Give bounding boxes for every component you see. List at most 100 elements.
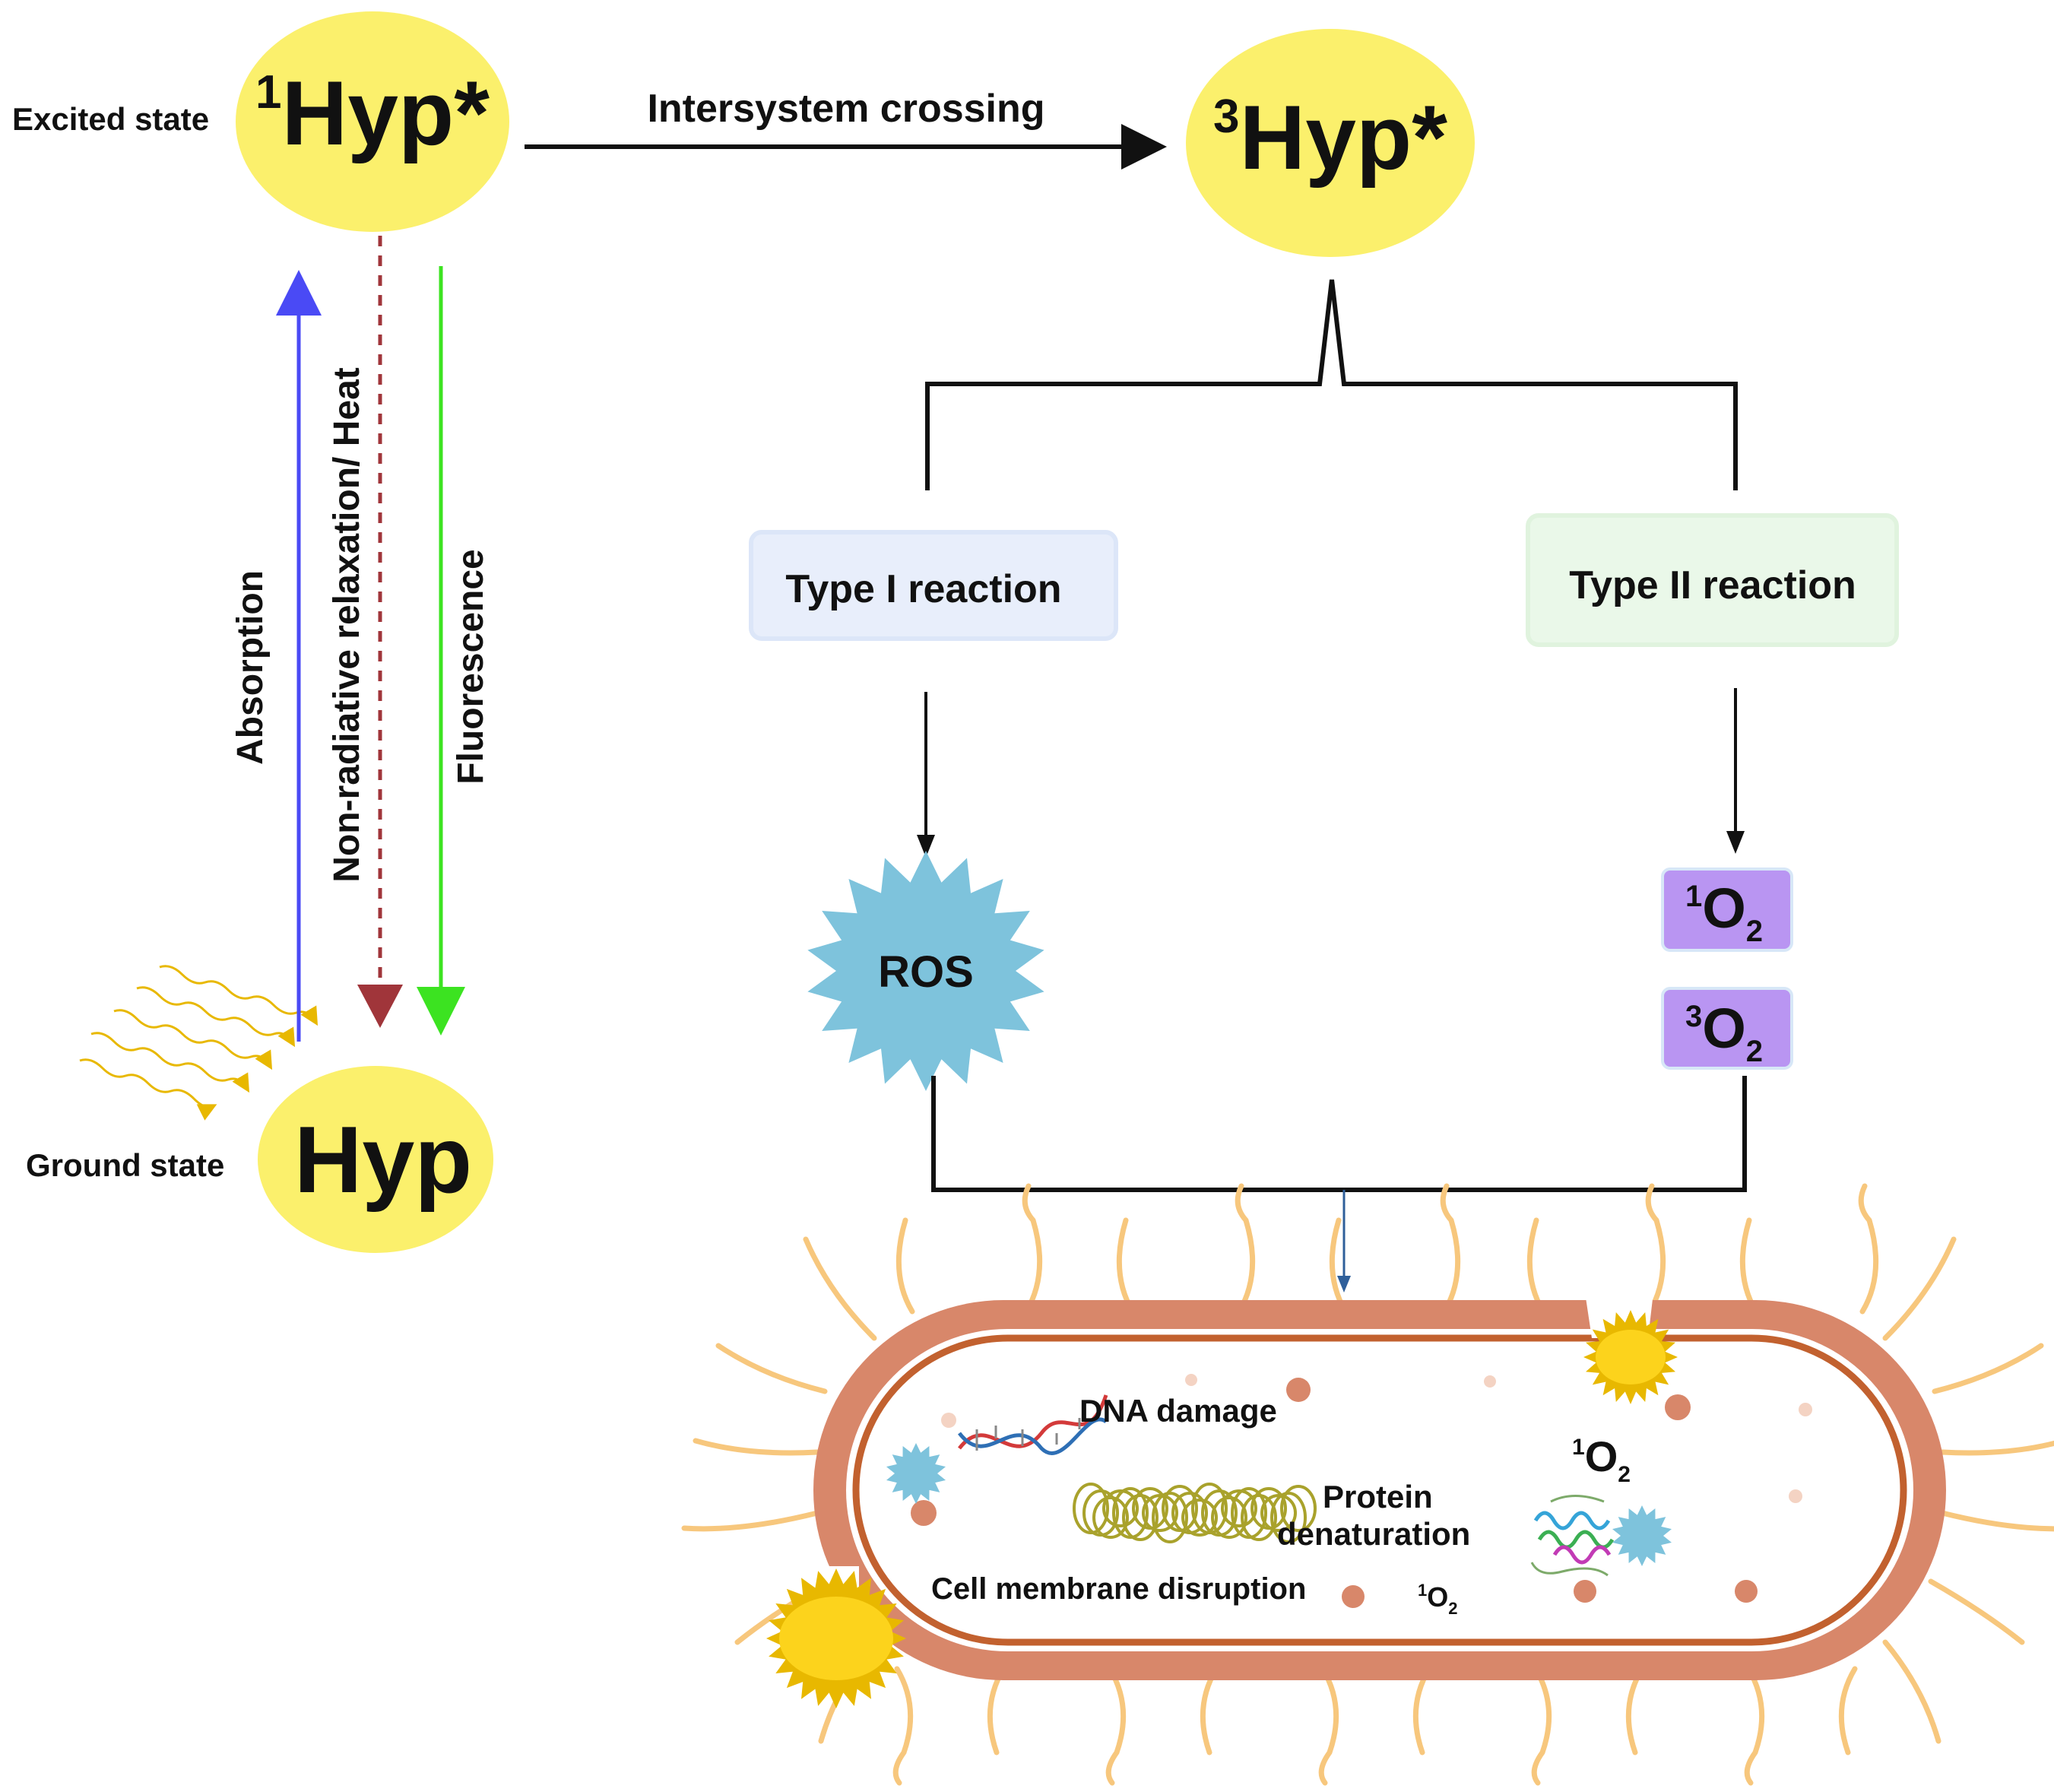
protein-coil-loop bbox=[1181, 1499, 1218, 1537]
flagellum bbox=[1022, 1183, 1043, 1315]
cell-oxygen-b-sup: 1 bbox=[1418, 1581, 1427, 1600]
dna-damage-label: DNA damage bbox=[1079, 1393, 1277, 1429]
cell-oxygen-a-base: O bbox=[1585, 1432, 1618, 1480]
to-cell-arrow bbox=[1337, 1190, 1351, 1292]
flagellum bbox=[715, 1343, 828, 1394]
svg-text:1O2: 1O2 bbox=[1572, 1432, 1631, 1487]
flagellum bbox=[1116, 1217, 1136, 1315]
protein-coil-loop bbox=[1211, 1496, 1247, 1539]
dna-helix-icon bbox=[958, 1394, 1108, 1455]
singlet-hyp-superscript: 1 bbox=[255, 66, 281, 119]
protein-coil-loop bbox=[1270, 1492, 1307, 1543]
singlet-oxygen-sub: 2 bbox=[1746, 915, 1763, 948]
membrane-disruption-label: Cell membrane disruption bbox=[931, 1572, 1306, 1606]
protein-coil-loop bbox=[1142, 1494, 1178, 1532]
flagellum bbox=[895, 1217, 915, 1315]
flagellum bbox=[1645, 1183, 1666, 1315]
light-rays bbox=[79, 965, 319, 1121]
triplet-oxygen-box: 3O2 bbox=[1661, 987, 1793, 1070]
absorption-arrow bbox=[276, 270, 322, 1042]
flagellum bbox=[1526, 1217, 1546, 1315]
ground-state-label: Ground state bbox=[26, 1147, 224, 1183]
cell-oxygen-b-base: O bbox=[1427, 1581, 1448, 1613]
type2-reaction-label: Type II reaction bbox=[1569, 563, 1856, 607]
flagellum bbox=[1858, 1183, 1879, 1315]
singlet-oxygen-box: 1O2 bbox=[1661, 867, 1793, 952]
svg-text:1O2: 1O2 bbox=[1418, 1581, 1458, 1618]
protein-coil-loop bbox=[1280, 1485, 1317, 1532]
protein-ribbon-icon bbox=[1530, 1495, 1615, 1577]
triplet-oxygen-base: O bbox=[1702, 997, 1746, 1060]
protein-coil-loop bbox=[1102, 1489, 1139, 1527]
type2-reaction-box: Type II reaction bbox=[1526, 513, 1899, 647]
protein-coil-loop bbox=[1221, 1489, 1257, 1527]
type1-down-arrow bbox=[917, 692, 935, 858]
branch-connector bbox=[925, 279, 1738, 490]
protein-coil-loop bbox=[1152, 1492, 1188, 1543]
photosensitizer-top bbox=[1583, 1310, 1678, 1404]
triplet-hyp-label: Hyp* bbox=[1240, 87, 1448, 189]
ground-state: Hyp bbox=[258, 1066, 493, 1253]
flagellum bbox=[1440, 1183, 1461, 1315]
ros-particle bbox=[1612, 1505, 1672, 1566]
flagellum bbox=[803, 1236, 877, 1341]
ros-particle bbox=[886, 1443, 946, 1504]
intersystem-crossing-label: Intersystem crossing bbox=[647, 87, 1044, 131]
flagellum bbox=[1882, 1236, 1957, 1341]
flagellum bbox=[1838, 1666, 1858, 1756]
flagellum bbox=[1105, 1666, 1127, 1786]
ground-hyp-label: Hyp bbox=[294, 1108, 472, 1213]
nonradiative-arrow bbox=[357, 236, 403, 1028]
ros-burst: ROS bbox=[807, 851, 1044, 1091]
flagellum bbox=[1939, 1510, 2054, 1532]
svg-text:1O2: 1O2 bbox=[1685, 877, 1763, 948]
protein-coil-loop bbox=[1092, 1496, 1129, 1539]
type1-reaction-label: Type I reaction bbox=[785, 567, 1061, 611]
nonradiative-label: Non-radiative relaxation/ Heat bbox=[327, 367, 367, 883]
flagellum bbox=[1318, 1666, 1339, 1786]
flagellum bbox=[1739, 1217, 1759, 1315]
svg-text:3Hyp*: 3Hyp* bbox=[1213, 87, 1447, 189]
triplet-oxygen-sub: 2 bbox=[1746, 1035, 1763, 1068]
cell-oxygen-b-sub: 2 bbox=[1448, 1599, 1457, 1618]
singlet-oxygen-base: O bbox=[1702, 877, 1746, 940]
photosensitizer-bottom bbox=[766, 1568, 906, 1708]
merge-connector bbox=[931, 1076, 1747, 1192]
fluorescence-arrow bbox=[417, 266, 465, 1036]
flagellum bbox=[693, 1438, 820, 1456]
excited-triplet-state: 3Hyp* bbox=[1186, 29, 1475, 257]
protein-coil-loop bbox=[1122, 1494, 1159, 1541]
protein-coil-icon bbox=[1073, 1483, 1317, 1543]
flagellum bbox=[1882, 1639, 1941, 1744]
triplet-oxygen-sup: 3 bbox=[1685, 1000, 1702, 1033]
excited-singlet-state: 1Hyp* bbox=[236, 11, 509, 232]
flagellum bbox=[1531, 1666, 1552, 1786]
flagellum bbox=[987, 1666, 1006, 1756]
flagellum bbox=[1200, 1666, 1219, 1756]
protein-coil-loop bbox=[1241, 1494, 1277, 1541]
fluorescence-label: Fluorescence bbox=[451, 549, 491, 784]
bacterium: DNA damage Protein denaturation 1O2 Cell… bbox=[681, 1183, 2054, 1786]
excited-state-label: Excited state bbox=[12, 101, 209, 137]
protein-label-line2: denaturation bbox=[1277, 1516, 1470, 1552]
triplet-hyp-superscript: 3 bbox=[1213, 90, 1239, 143]
flagellum bbox=[1625, 1666, 1645, 1756]
cell-particles bbox=[911, 1374, 1812, 1608]
svg-text:3O2: 3O2 bbox=[1685, 997, 1763, 1068]
cell-oxygen-a-sup: 1 bbox=[1572, 1435, 1585, 1460]
flagellum bbox=[1235, 1183, 1256, 1315]
singlet-hyp-label: Hyp* bbox=[282, 62, 490, 164]
flagellum bbox=[1939, 1440, 2054, 1456]
type1-reaction-box: Type I reaction bbox=[749, 530, 1118, 641]
protein-coil-loop bbox=[1260, 1494, 1297, 1532]
svg-text:1Hyp*: 1Hyp* bbox=[255, 62, 490, 164]
type2-down-arrow bbox=[1726, 688, 1745, 854]
flagellum bbox=[681, 1510, 820, 1532]
ros-label: ROS bbox=[878, 947, 974, 997]
flagellum bbox=[892, 1666, 914, 1786]
flagellum bbox=[1744, 1666, 1765, 1786]
flagellum bbox=[1932, 1343, 2044, 1394]
cell-oxygen-a-sub: 2 bbox=[1618, 1462, 1631, 1487]
intersystem-crossing-arrow bbox=[525, 124, 1167, 170]
